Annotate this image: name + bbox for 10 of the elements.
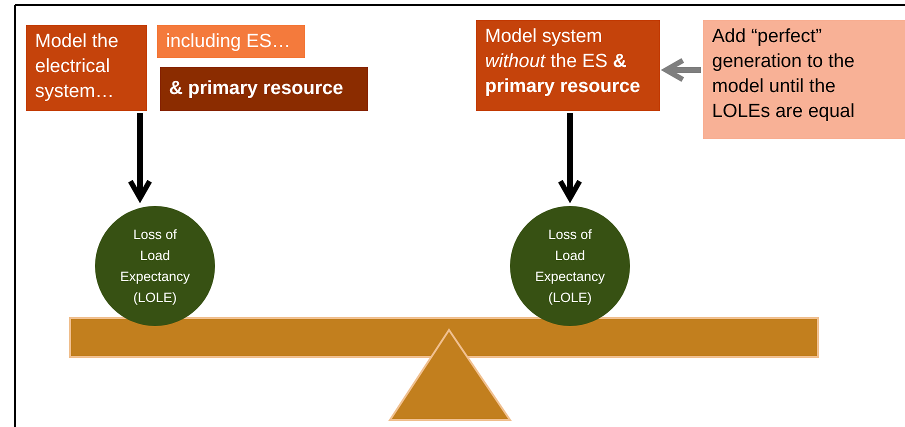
text-box: Model the electrical system… <box>26 25 147 111</box>
text-box: Model system without the ES & primary resource <box>476 20 660 111</box>
arrow <box>558 113 582 201</box>
arrow <box>128 113 152 201</box>
arrow <box>663 58 701 82</box>
lole-circle: Loss of Load Expectancy (LOLE) <box>95 206 215 326</box>
text-box: & primary resource <box>160 67 368 111</box>
text-box: Add “perfect” generation to the model until the LOLEs are equal <box>703 20 905 139</box>
lole-circle: Loss of Load Expectancy (LOLE) <box>510 206 630 326</box>
text-box: including ES… <box>157 25 305 58</box>
